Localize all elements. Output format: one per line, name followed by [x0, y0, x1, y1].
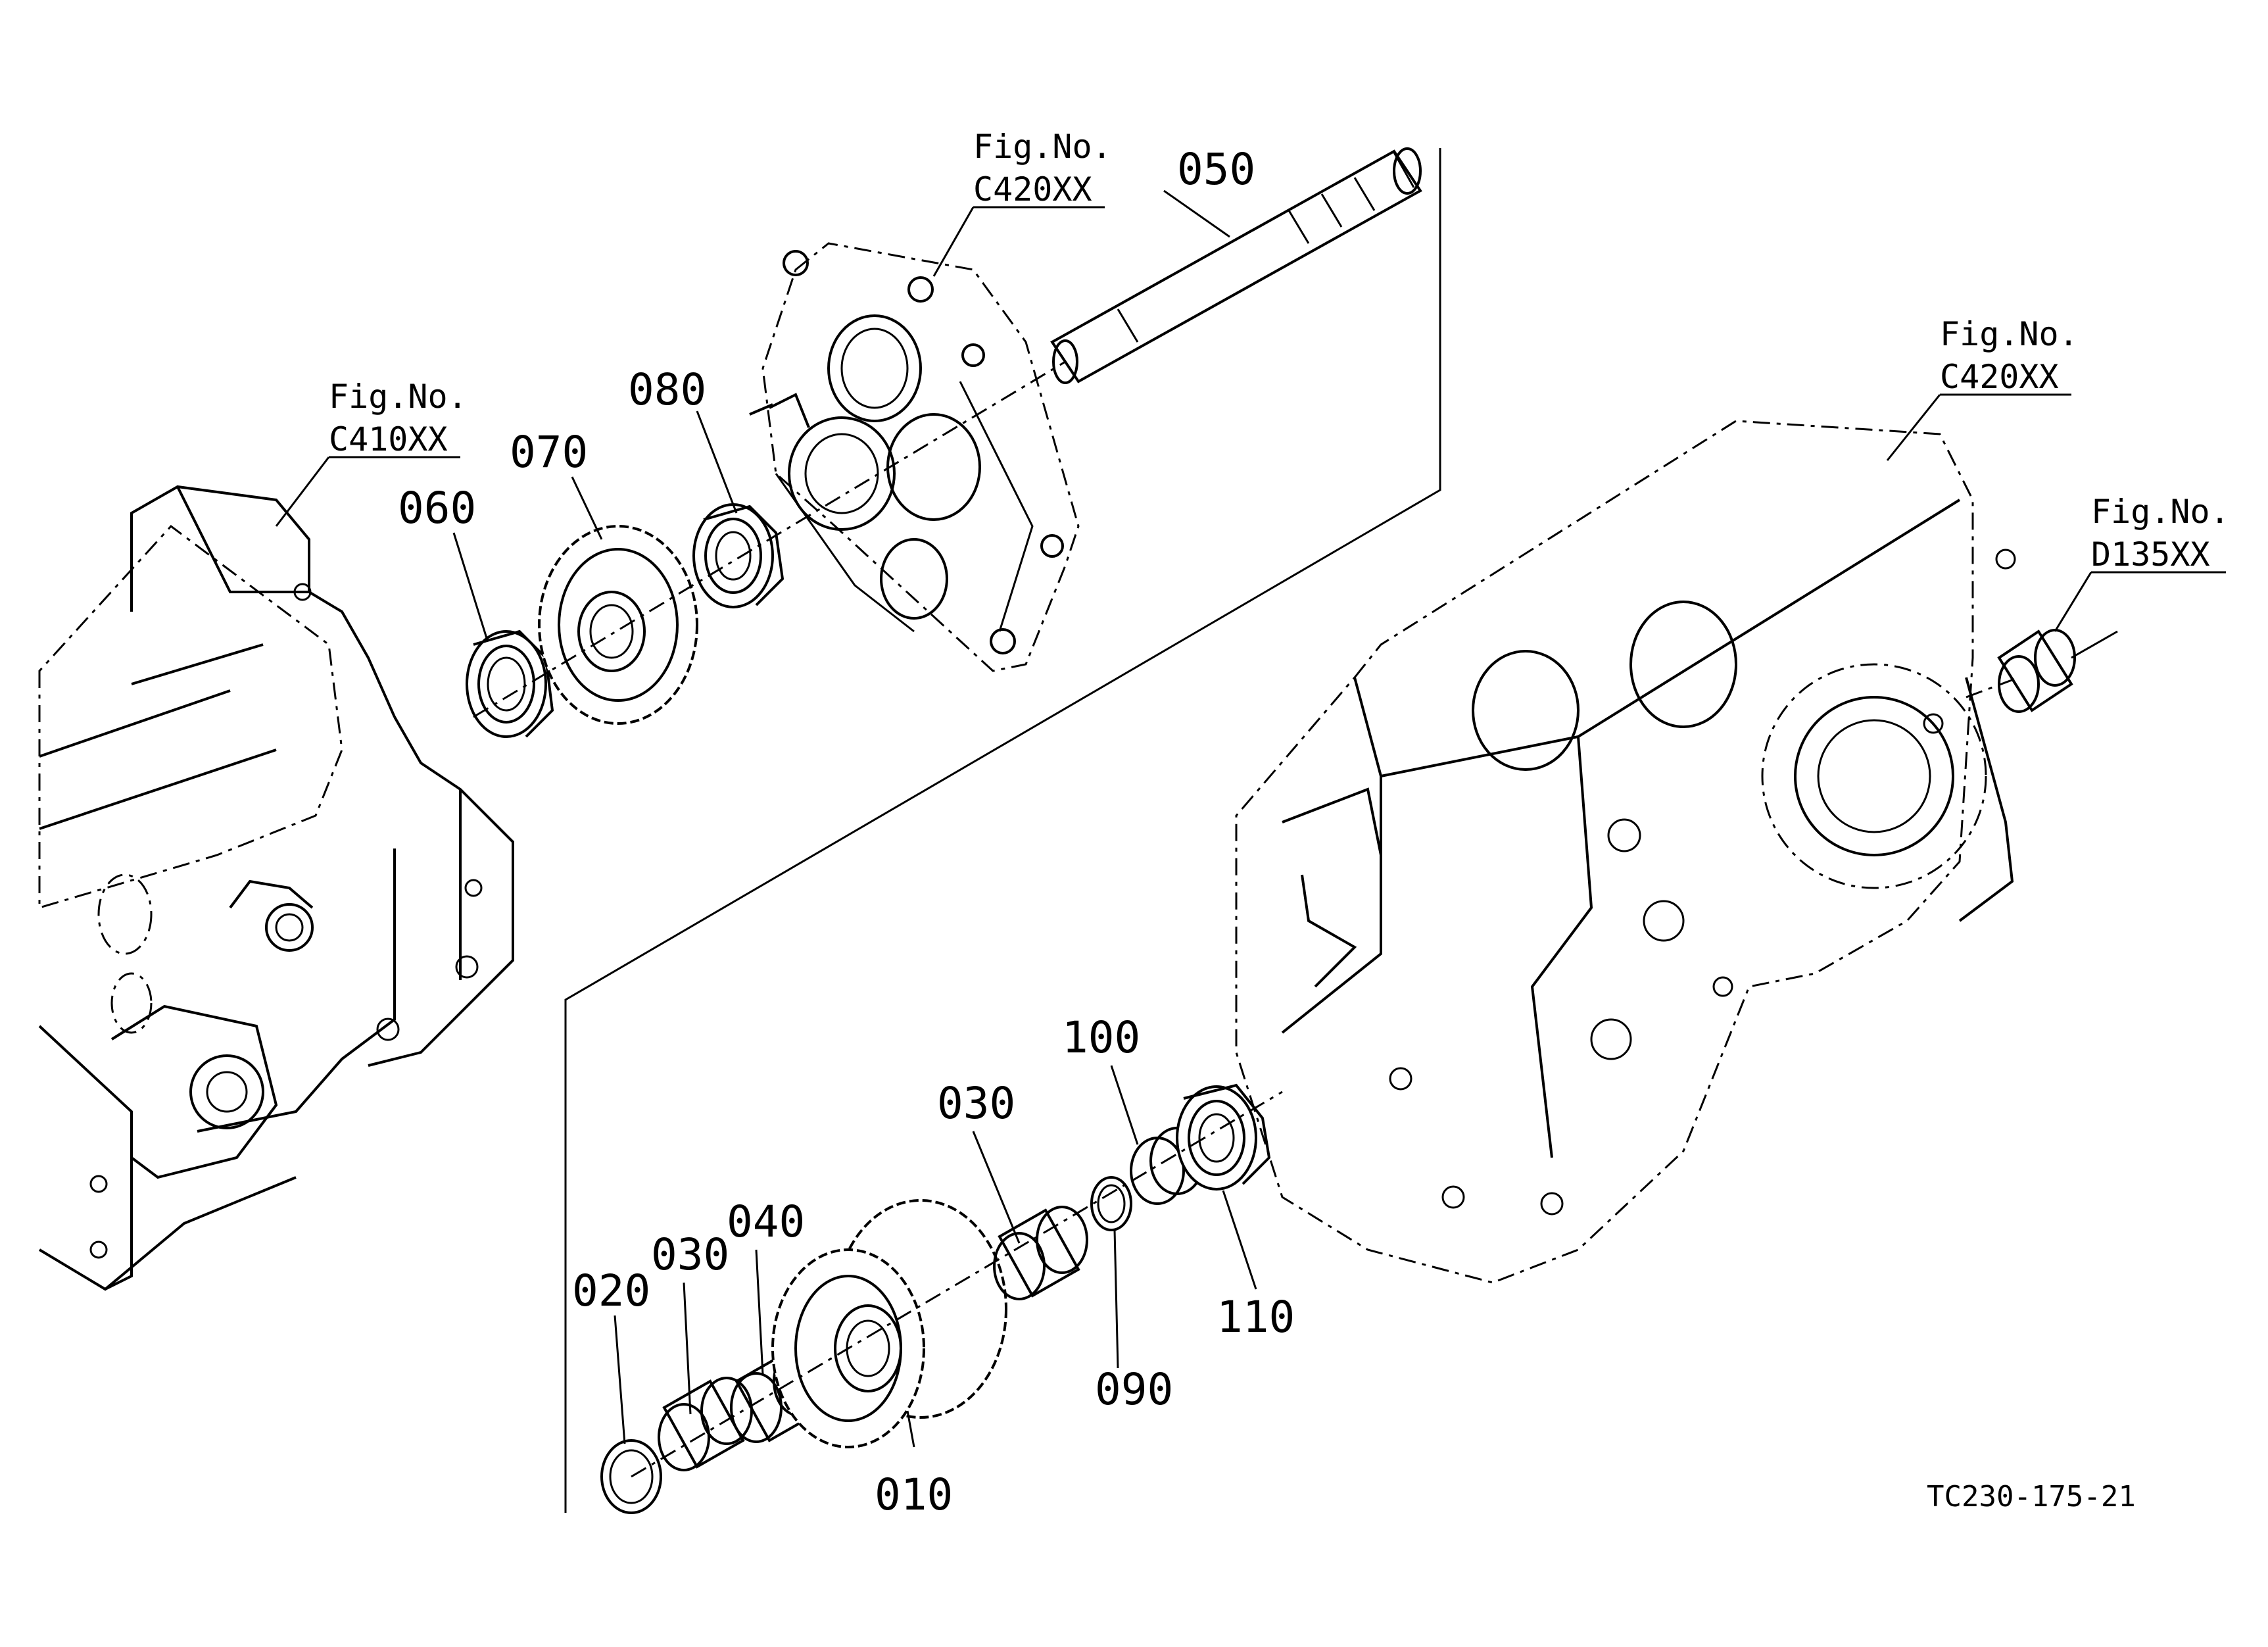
ring-020-drawing	[600, 1439, 662, 1514]
part-number-010: 010	[875, 1469, 953, 1520]
fig-ref-code-d135xx: D135XX	[2091, 535, 2210, 574]
needle-bearing-030-lower-drawing	[658, 1377, 753, 1471]
part-number-080: 080	[628, 364, 706, 415]
fig-ref-code-c410xx: C410XX	[329, 420, 448, 458]
main-housing-drawing	[1235, 420, 2016, 1284]
fig-ref-caption-c420xx-right: Fig.No.	[1940, 315, 2079, 353]
group-bracket-lines	[564, 148, 1441, 1513]
fig-ref-caption-d135xx: Fig.No.	[2091, 493, 2230, 531]
part-number-050: 050	[1177, 144, 1255, 195]
part-number-110: 110	[1217, 1292, 1295, 1342]
assembly-axes	[473, 360, 2019, 1478]
shaft-050-drawing	[1050, 147, 1422, 384]
fig-ref-caption-c420xx-top: Fig.No.	[973, 128, 1112, 166]
drawing-code: TC230-175-21	[1927, 1480, 2136, 1513]
part-number-090: 090	[1095, 1364, 1173, 1415]
fig-ref-caption-c410xx: Fig.No.	[329, 378, 468, 416]
part-number-070: 070	[510, 427, 588, 478]
bearing-060-drawing	[466, 629, 554, 738]
cover-plate-drawing	[749, 242, 1080, 672]
front-housing-drawing	[38, 485, 514, 1291]
part-number-030-lower: 030	[651, 1229, 729, 1280]
bushing-d135xx-drawing	[1997, 629, 2118, 713]
leader-lines	[452, 189, 1257, 1448]
figure-ref-underlines	[275, 206, 2226, 632]
part-number-060: 060	[398, 483, 476, 533]
part-number-020: 020	[572, 1266, 650, 1316]
fig-ref-code-c420xx-top: C420XX	[973, 170, 1092, 209]
gear-070-drawing	[538, 525, 698, 725]
fig-ref-code-c420xx-right: C420XX	[1940, 358, 2059, 396]
part-number-100: 100	[1062, 1012, 1140, 1063]
part-number-040: 040	[727, 1196, 805, 1247]
bearing-110-drawing	[1176, 1083, 1271, 1191]
part-number-030-upper: 030	[937, 1078, 1015, 1129]
circlip-090-drawing	[1090, 1176, 1132, 1231]
needle-bearing-030-upper-drawing	[993, 1206, 1088, 1300]
bearing-080-drawing	[692, 503, 784, 608]
